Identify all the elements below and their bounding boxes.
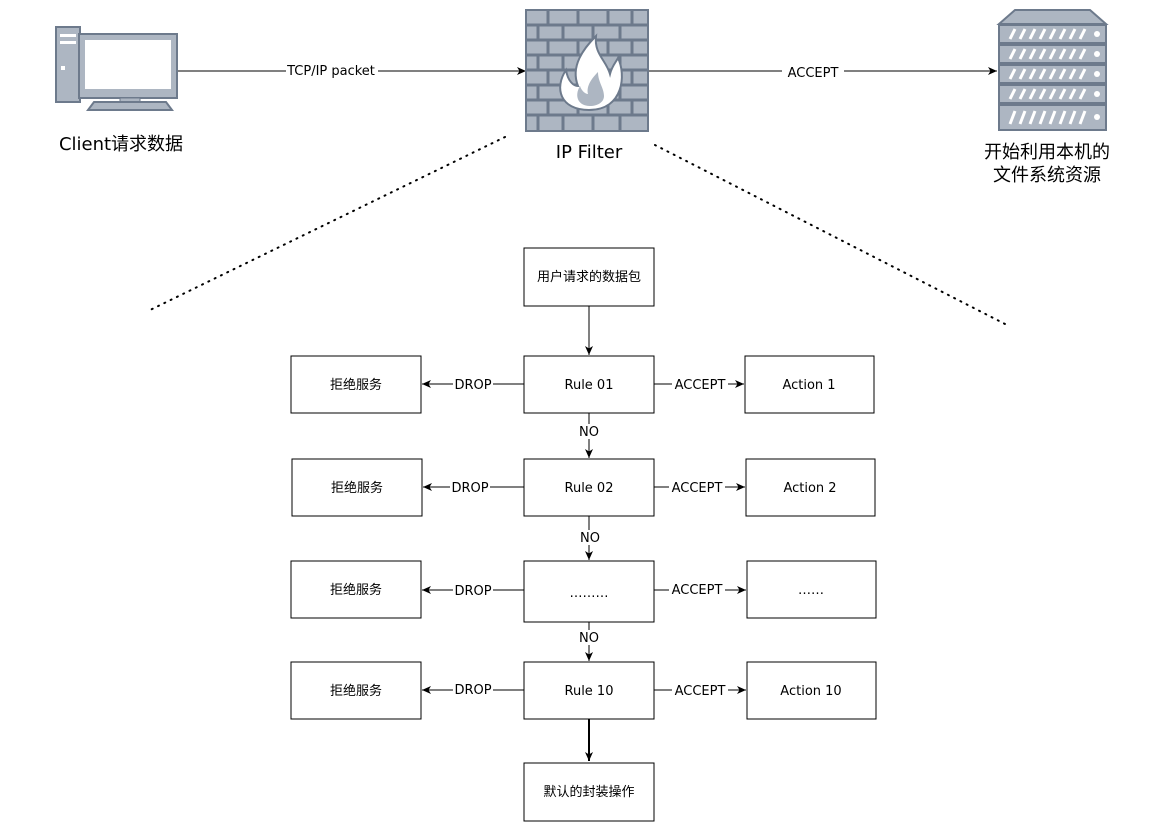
server-label-line1: 开始利用本机的: [984, 142, 1110, 163]
rule-label-2: Rule 02: [565, 481, 614, 496]
reject-box-3: [290, 560, 422, 619]
accept-label-2: ACCEPT: [672, 481, 723, 496]
reject-box-4: [290, 661, 422, 720]
drop-label-1: DROP: [454, 378, 491, 393]
end-box-label: 默认的封装操作: [543, 784, 634, 800]
firewall-icon: [525, 9, 649, 132]
reject-label-1: 拒绝服务: [330, 377, 382, 393]
reject-label-4: 拒绝服务: [330, 683, 382, 699]
server-label-line2: 文件系统资源: [993, 165, 1101, 186]
accept-label-3: ACCEPT: [672, 583, 723, 598]
action-box-3: [746, 560, 877, 619]
drop-label-2: DROP: [451, 481, 488, 496]
action-box-1: [744, 355, 875, 414]
zoom-line-left: [147, 136, 506, 312]
no-label-2: NO: [580, 531, 600, 546]
action-box-4: [746, 661, 877, 720]
reject-label-3: 拒绝服务: [330, 582, 382, 598]
drop-label-3: DROP: [454, 584, 491, 599]
start-box-label: 用户请求的数据包: [537, 269, 641, 285]
start-box: [523, 247, 655, 307]
edge-client-filter-label: TCP/IP packet: [286, 64, 375, 79]
accept-label-1: ACCEPT: [675, 378, 726, 393]
rule-box-3: [523, 560, 655, 623]
reject-label-2: 拒绝服务: [331, 480, 383, 496]
rule-label-4: Rule 10: [565, 684, 614, 699]
action-label-1: Action 1: [782, 378, 835, 393]
reject-box-2: [291, 458, 423, 517]
action-label-3: ……: [798, 583, 824, 598]
reject-box-1: [290, 355, 422, 414]
end-box: [523, 762, 655, 822]
drop-label-4: DROP: [454, 683, 491, 698]
action-label-4: Action 10: [780, 684, 841, 699]
zoom-line-right: [654, 144, 1008, 326]
client-label: Client请求数据: [59, 134, 183, 155]
server-icon: [996, 9, 1109, 131]
action-box-2: [745, 458, 876, 517]
accept-label-4: ACCEPT: [675, 684, 726, 699]
computer-icon: [55, 26, 178, 111]
filter-label: IP Filter: [556, 142, 623, 163]
edge-filter-server-label: ACCEPT: [788, 66, 839, 81]
action-label-2: Action 2: [783, 481, 836, 496]
no-label-1: NO: [579, 425, 599, 440]
rule-label-3: ………: [570, 586, 609, 601]
rule-label-1: Rule 01: [565, 378, 614, 393]
no-label-3: NO: [579, 631, 599, 646]
